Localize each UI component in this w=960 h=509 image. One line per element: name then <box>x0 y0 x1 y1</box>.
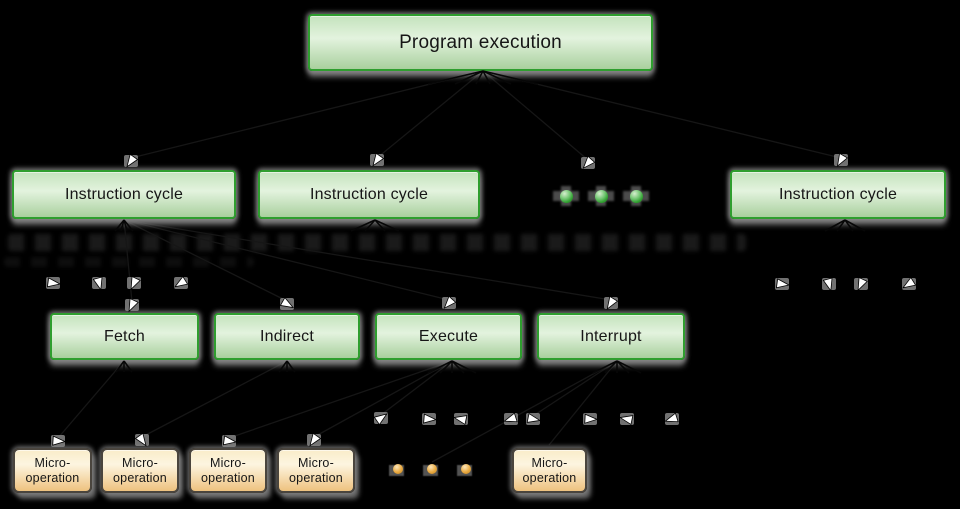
green-dot-icon <box>594 189 608 203</box>
node-label: operation <box>289 470 343 485</box>
connector-line <box>130 70 484 159</box>
node-label: Instruction cycle <box>778 185 898 203</box>
connector-line <box>482 70 589 161</box>
connector-line <box>123 219 450 301</box>
faint-artifact <box>8 234 746 251</box>
node-label: operation <box>113 470 167 485</box>
node-micro-operation-1: Micro- operation <box>13 448 92 493</box>
node-interrupt: Interrupt <box>537 313 685 360</box>
node-label: Micro- <box>298 455 334 470</box>
connector-line <box>57 360 125 439</box>
connector-line <box>380 360 453 416</box>
connector-line <box>532 360 618 417</box>
green-dot-icon <box>559 189 573 203</box>
node-execute: Execute <box>375 313 522 360</box>
node-label: Micro- <box>122 455 158 470</box>
orange-dot-icon <box>461 464 471 474</box>
node-label: Instruction cycle <box>64 185 184 203</box>
connector-line <box>548 360 618 446</box>
node-label: operation <box>522 470 577 485</box>
node-label: Indirect <box>259 327 315 345</box>
connector-line <box>123 219 288 302</box>
node-label: Micro- <box>531 455 568 470</box>
orange-dot-icon <box>427 464 437 474</box>
node-label: Fetch <box>103 327 145 345</box>
node-label: Micro- <box>34 455 71 470</box>
node-label: Micro- <box>210 455 246 470</box>
connector-line <box>431 360 618 463</box>
node-indirect: Indirect <box>214 313 360 360</box>
connector-line <box>228 360 453 439</box>
node-fetch: Fetch <box>50 313 199 360</box>
node-instruction-cycle-1: Instruction cycle <box>12 170 236 219</box>
node-micro-operation-3: Micro- operation <box>189 448 267 493</box>
faint-artifact <box>4 257 254 267</box>
node-instruction-cycle-2: Instruction cycle <box>258 170 480 219</box>
node-label: Interrupt <box>580 327 642 345</box>
node-micro-operation-5: Micro- operation <box>512 448 587 493</box>
node-program-execution: Program execution <box>308 14 653 71</box>
node-micro-operation-2: Micro- operation <box>101 448 179 493</box>
node-label: Program execution <box>399 31 562 53</box>
connector-line <box>141 360 288 438</box>
connector-line <box>376 70 484 159</box>
connector-line <box>123 219 612 301</box>
node-instruction-cycle-3: Instruction cycle <box>730 170 946 219</box>
green-dot-icon <box>629 189 643 203</box>
orange-dot-icon <box>393 464 403 474</box>
node-label: operation <box>25 470 80 485</box>
node-label: Instruction cycle <box>309 185 429 203</box>
node-label: operation <box>201 470 255 485</box>
connector-line <box>123 219 133 303</box>
connector-line <box>482 70 842 159</box>
node-micro-operation-4: Micro- operation <box>277 448 355 493</box>
connector-line <box>313 360 453 438</box>
node-label: Execute <box>418 327 479 345</box>
